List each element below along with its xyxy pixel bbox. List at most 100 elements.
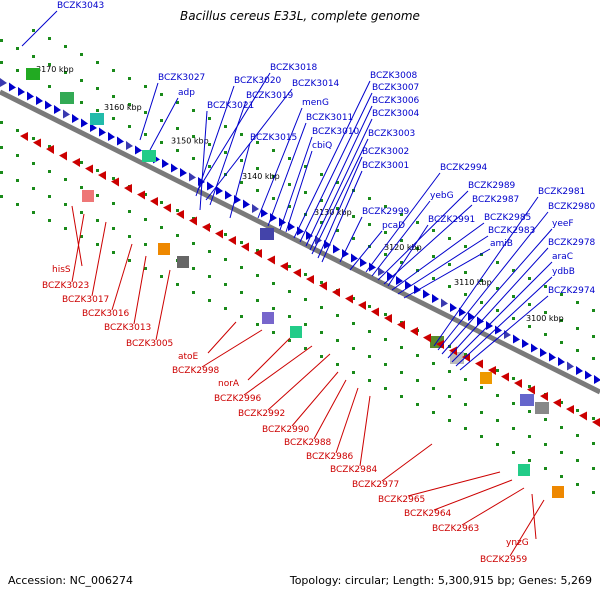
forward-gene-label: BCZK3006 xyxy=(372,96,420,106)
reverse-gene-arrow xyxy=(267,255,275,265)
forward-gene-label: BCZK3007 xyxy=(372,83,419,93)
map-title: Bacillus cereus E33L, complete genome xyxy=(180,9,420,23)
forward-gene-arrow xyxy=(261,208,268,218)
forward-gene-label: adp xyxy=(178,88,195,98)
guide-dot xyxy=(80,101,83,104)
forward-gene-label: BCZK3010 xyxy=(312,127,360,137)
forward-gene-arrow xyxy=(135,145,142,155)
guide-dot xyxy=(400,261,403,264)
guide-dot xyxy=(96,243,99,246)
guide-dot xyxy=(544,418,547,421)
forward-gene-label: BCZK3002 xyxy=(362,147,409,157)
forward-gene-arrow xyxy=(297,226,304,236)
guide-dot xyxy=(384,338,387,341)
guide-dot xyxy=(128,210,131,213)
guide-dot xyxy=(448,395,451,398)
guide-dot xyxy=(416,269,419,272)
guide-dot xyxy=(560,426,563,429)
guide-dot xyxy=(528,459,531,462)
guide-dot xyxy=(144,133,147,136)
forward-leader xyxy=(149,97,179,151)
guide-dot xyxy=(128,235,131,238)
feature-box xyxy=(262,312,274,324)
forward-gene-arrow xyxy=(243,199,250,209)
guide-dot xyxy=(208,299,211,302)
forward-gene-arrow xyxy=(117,136,124,146)
reverse-leader xyxy=(291,371,339,427)
reverse-gene-arrow xyxy=(85,164,93,174)
forward-gene-arrow xyxy=(585,370,592,380)
forward-gene-arrow xyxy=(180,168,187,177)
guide-dot xyxy=(48,85,51,88)
guide-dot xyxy=(432,362,435,365)
forward-gene-arrow xyxy=(342,249,349,258)
feature-box xyxy=(480,372,492,384)
feature-box xyxy=(260,228,274,240)
guide-dot xyxy=(512,451,515,454)
reverse-leader-lines xyxy=(71,205,545,557)
forward-gene-label: BCZK2989 xyxy=(468,181,516,191)
feature-box xyxy=(520,394,534,406)
forward-gene-label: BCZK3011 xyxy=(306,113,353,123)
reverse-gene-arrow xyxy=(488,366,496,375)
reverse-leader xyxy=(267,353,331,411)
guide-dot xyxy=(448,419,451,422)
guide-dot xyxy=(576,301,579,304)
reverse-leader xyxy=(433,479,513,511)
guide-dot xyxy=(80,235,83,238)
reverse-gene-label: atoE xyxy=(178,352,199,362)
guide-dot xyxy=(560,475,563,478)
guide-dot xyxy=(544,443,547,446)
guide-dot xyxy=(240,291,243,294)
guide-dot xyxy=(464,427,467,430)
forward-gene-arrow xyxy=(9,82,16,92)
reverse-leader xyxy=(207,321,237,354)
guide-dot xyxy=(480,435,483,438)
forward-gene-arrow xyxy=(216,186,223,195)
guide-dot xyxy=(528,303,531,306)
forward-leader xyxy=(387,224,429,287)
guide-dot xyxy=(320,173,323,176)
reverse-gene-labels: hisSBCZK3023BCZK3017BCZK3016BCZK3013BCZK… xyxy=(42,265,529,565)
forward-gene-label: BCZK2983 xyxy=(488,226,535,236)
forward-leader xyxy=(365,172,441,273)
feature-box xyxy=(26,68,40,80)
guide-dot xyxy=(560,341,563,344)
forward-gene-arrow xyxy=(396,276,403,285)
reverse-gene-arrow xyxy=(553,398,561,408)
forward-leader xyxy=(309,118,373,251)
guide-dot xyxy=(192,242,195,245)
guide-dot xyxy=(256,167,259,170)
guide-dot xyxy=(416,379,419,382)
reverse-leader xyxy=(335,387,359,454)
guide-dot xyxy=(80,186,83,189)
guide-dot xyxy=(512,377,515,380)
guide-dot xyxy=(480,411,483,414)
guide-dot xyxy=(16,154,19,157)
guide-dot xyxy=(560,451,563,454)
guide-dot xyxy=(576,327,579,330)
guide-dot xyxy=(592,335,595,338)
guide-dot xyxy=(512,295,515,298)
guide-dot xyxy=(176,127,179,130)
guide-dot xyxy=(192,109,195,112)
guide-dot xyxy=(592,309,595,312)
guide-dot xyxy=(592,491,595,494)
reverse-gene-label: BCZK2959 xyxy=(480,555,528,565)
guide-dot xyxy=(16,47,19,50)
reverse-gene-label: hisS xyxy=(52,265,71,275)
guide-dot xyxy=(576,483,579,486)
guide-dot xyxy=(544,333,547,336)
guide-dot xyxy=(240,241,243,244)
guide-dot xyxy=(544,467,547,470)
guide-dot xyxy=(240,133,243,136)
guide-dot xyxy=(288,315,291,318)
feature-box xyxy=(552,486,564,498)
reverse-leader xyxy=(243,345,313,396)
reverse-leader xyxy=(71,213,85,283)
guide-dot xyxy=(400,346,403,349)
guide-dot xyxy=(352,347,355,350)
guide-dot xyxy=(80,79,83,82)
guide-dot xyxy=(560,319,563,322)
reverse-gene-arrow xyxy=(241,242,249,252)
